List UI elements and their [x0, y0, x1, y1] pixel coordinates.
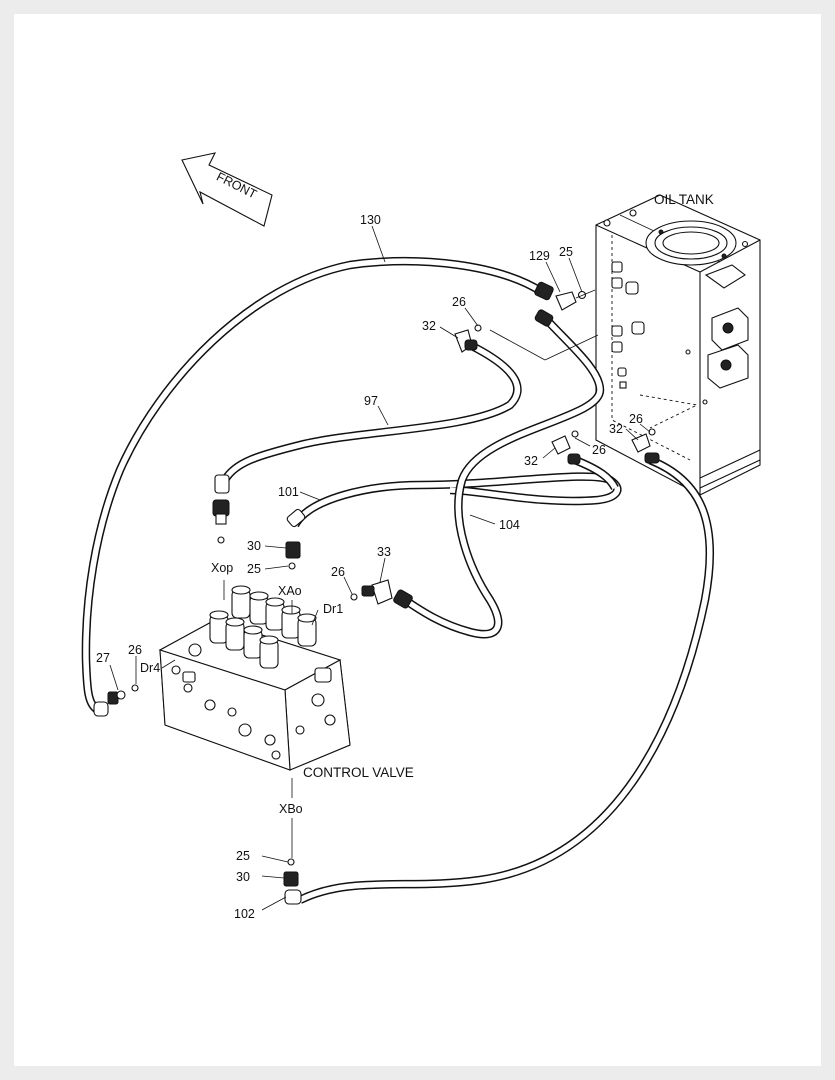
drawing-area: [14, 14, 821, 1066]
callout-130: 130: [360, 213, 381, 227]
port-xop: Xop: [211, 561, 233, 575]
callout-26-dr4: 26: [128, 643, 142, 657]
port-dr1: Dr1: [323, 602, 343, 616]
control-valve-label: CONTROL VALVE: [303, 765, 414, 780]
oil-tank-label: OIL TANK: [654, 192, 714, 207]
callout-129: 129: [529, 249, 550, 263]
callout-32-right: 32: [609, 422, 623, 436]
callout-33: 33: [377, 545, 391, 559]
port-xbo: XBo: [279, 802, 303, 816]
callout-102: 102: [234, 907, 255, 921]
callout-26-top: 26: [452, 295, 466, 309]
callout-32-mid: 32: [524, 454, 538, 468]
callout-30-top: 30: [247, 539, 261, 553]
spool-caps: [209, 585, 317, 669]
hoses: [81, 256, 715, 904]
front-arrow: FRONT: [181, 152, 273, 227]
port-dr4: Dr4: [140, 661, 160, 675]
callout-26-mid: 26: [592, 443, 606, 457]
callout-32-top: 32: [422, 319, 436, 333]
callout-104: 104: [499, 518, 520, 532]
callout-25-bottom: 25: [236, 849, 250, 863]
port-xao: XAo: [278, 584, 302, 598]
callout-97: 97: [364, 394, 378, 408]
callout-26-dr1: 26: [331, 565, 345, 579]
fittings: [93, 281, 660, 905]
oil-tank: OIL TANK: [595, 192, 761, 496]
callout-25-mid: 25: [247, 562, 261, 576]
leader-lines: [109, 225, 651, 911]
callout-30-bottom: 30: [236, 870, 250, 884]
callout-26-right: 26: [629, 412, 643, 426]
control-valve: CONTROL VALVE: [158, 585, 414, 780]
callout-25-top: 25: [559, 245, 573, 259]
callout-101: 101: [278, 485, 299, 499]
callout-27: 27: [96, 651, 110, 665]
port-labels: Xop XAo Dr1 Dr4 XBo: [140, 561, 343, 816]
callouts: 130 129 25 26 32 97 26 32 32 26 101 104 …: [96, 213, 643, 921]
